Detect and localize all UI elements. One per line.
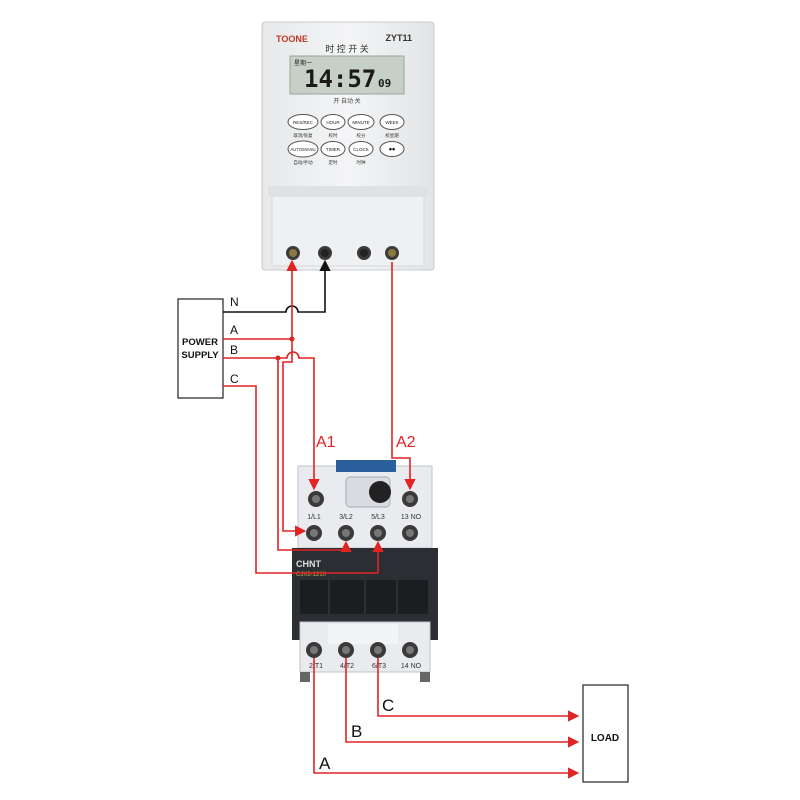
timer-button-timer[interactable]: TIMER 定时: [320, 141, 346, 167]
terminal-t3: [370, 642, 386, 658]
power-supply-label-1: POWER: [182, 337, 218, 348]
terminal-t2: [338, 642, 354, 658]
timer-model: ZYT11: [385, 33, 412, 43]
terminal-label-n: N: [230, 295, 239, 309]
junction-a: [289, 336, 295, 342]
timer-button-dots[interactable]: ••: [379, 141, 405, 157]
terminal-label-5-l3: 5/L3: [371, 514, 385, 521]
svg-text:RES/REC: RES/REC: [293, 120, 314, 125]
terminal-label-b: B: [230, 343, 238, 357]
terminal-label-4-t2: 4/T2: [340, 663, 354, 670]
terminal-label-a: A: [230, 323, 238, 337]
lcd-status: 开 自动 关: [333, 97, 360, 105]
terminal-label-c: C: [230, 372, 239, 386]
timer-terminal-4: [385, 246, 399, 260]
contactor-top-label-strip: [336, 460, 396, 472]
coil-label-a1: A1: [316, 434, 336, 451]
coil-label-a2: A2: [396, 434, 416, 451]
timer-subtitle: 时 控 开 关: [325, 43, 369, 54]
timer-button-res-rec[interactable]: RES/REC 取消/恢复: [287, 114, 319, 140]
wire-timer-to-a2: [391, 262, 416, 491]
load-line-label-c: C: [382, 696, 394, 715]
terminal-l1: [306, 525, 322, 541]
terminal-label-13-no: 13 NO: [401, 514, 422, 521]
svg-text:TIMER: TIMER: [326, 147, 341, 152]
svg-text:••: ••: [389, 144, 395, 154]
wire-b-to-a1: [223, 351, 320, 491]
svg-text:HOUR: HOUR: [326, 120, 340, 125]
svg-text:自动/手动: 自动/手动: [293, 159, 313, 166]
timer-terminal-2: [318, 246, 332, 260]
terminal-1-l1: [308, 491, 324, 507]
svg-text:校时: 校时: [329, 132, 338, 139]
svg-text:校分: 校分: [357, 132, 366, 139]
contactor-brand: CHNT: [296, 559, 321, 569]
timer-switch: TOONE ZYT11 时 控 开 关 星期一 14:57 09 开 自动 关 …: [261, 21, 435, 271]
load-line-label-a: A: [319, 754, 331, 773]
terminal-13-no: [402, 491, 418, 507]
terminal-label-2-t1: 2/T1: [309, 663, 323, 670]
timer-button-auto-manu[interactable]: AUTO/MANU 自动/手动: [287, 140, 319, 166]
timer-button-clock[interactable]: CLOCK 时钟: [348, 141, 374, 167]
timer-button-hour[interactable]: HOUR 校时: [320, 114, 346, 140]
svg-text:CLOCK: CLOCK: [353, 147, 369, 152]
junction-b: [275, 355, 281, 361]
power-supply: POWER SUPPLY N A B C: [177, 295, 239, 399]
terminal-13-no-lower: [402, 525, 418, 541]
wire-t1-to-load: [313, 658, 580, 779]
load-box: LOAD: [582, 684, 629, 783]
wire-b-to-l2: [277, 358, 352, 552]
wires: [223, 259, 580, 779]
timer-button-minute[interactable]: MINUTE 校分: [347, 114, 375, 140]
terminal-label-1-l1: 1/L1: [307, 514, 321, 521]
load-line-label-b: B: [351, 722, 362, 741]
wire-n: [223, 259, 331, 313]
terminal-label-6-t3: 6/T3: [372, 663, 386, 670]
terminal-label-14-no: 14 NO: [401, 663, 422, 670]
terminal-14-no: [402, 642, 418, 658]
terminal-label-3-l2: 3/L2: [339, 514, 353, 521]
svg-text:定时: 定时: [329, 159, 338, 166]
power-supply-label-2: SUPPLY: [181, 350, 219, 361]
svg-text:WEEK: WEEK: [385, 120, 398, 125]
lcd-time: 14:57: [304, 65, 376, 93]
wire-t2-to-load: [345, 658, 580, 748]
terminal-l3: [370, 525, 386, 541]
contactor-model: CJX2-1210: [296, 572, 327, 578]
terminal-l2: [338, 525, 354, 541]
wire-a-to-l1: [282, 339, 307, 537]
svg-text:时钟: 时钟: [357, 159, 366, 166]
load-label: LOAD: [591, 733, 619, 744]
timer-lcd: [289, 55, 405, 95]
svg-text:MINUTE: MINUTE: [352, 120, 369, 125]
timer-button-week[interactable]: WEEK 校星期: [379, 114, 405, 140]
svg-text:AUTO/MANU: AUTO/MANU: [290, 147, 315, 152]
svg-text:校星期: 校星期: [385, 132, 399, 139]
wire-t3-to-load: [377, 658, 580, 722]
svg-text:取消/恢复: 取消/恢复: [293, 132, 313, 139]
timer-terminal-3: [357, 246, 371, 260]
lcd-day: 星期一: [294, 59, 312, 67]
wire-c-to-l3: [223, 385, 384, 574]
terminal-t1: [306, 642, 322, 658]
contactor: CHNT CJX2-1210 1/L1 3/L2 5/L3 13 NO 2/T1…: [292, 460, 438, 682]
lcd-seconds: 09: [378, 77, 391, 90]
timer-terminal-1: [286, 246, 300, 260]
timer-brand: TOONE: [276, 34, 308, 44]
